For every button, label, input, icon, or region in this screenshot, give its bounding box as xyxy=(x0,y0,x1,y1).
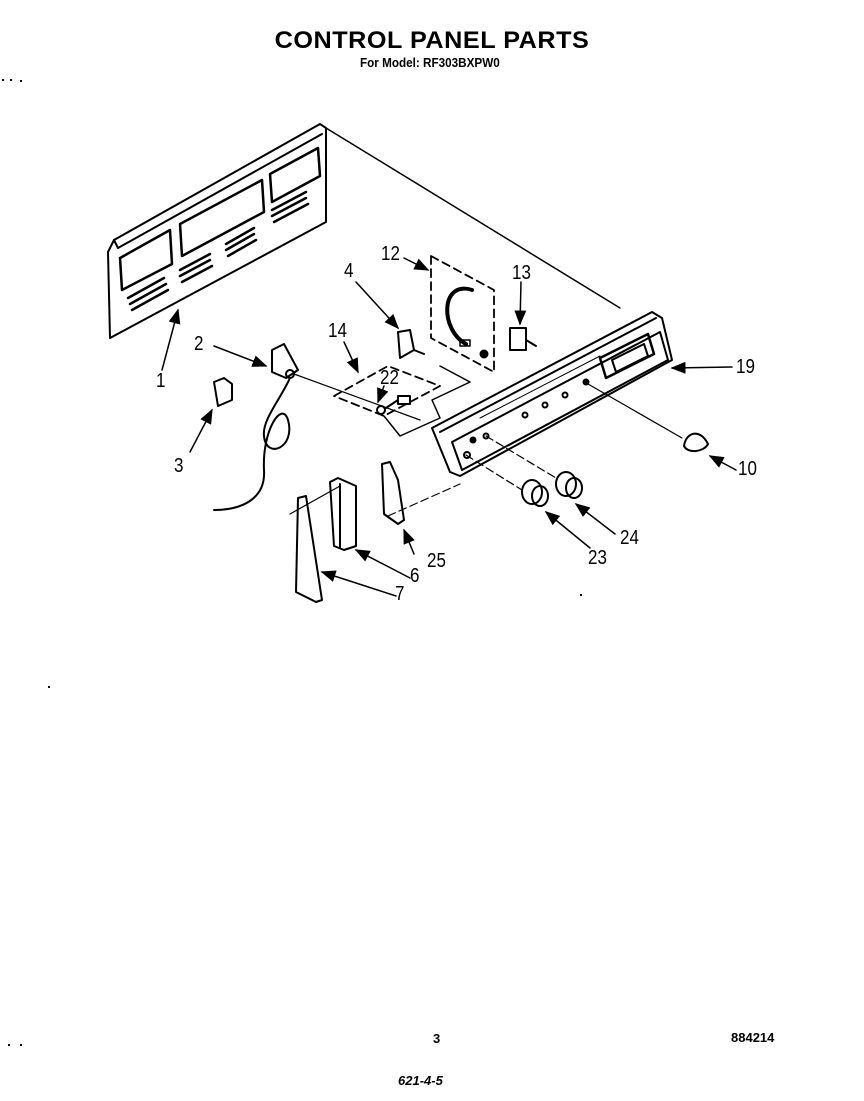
handwritten-note: 621-4-5 xyxy=(398,1073,443,1088)
knob-part-23 xyxy=(465,454,549,507)
callout-7: 7 xyxy=(395,583,405,605)
callout-23: 23 xyxy=(588,547,607,569)
clip-part-3 xyxy=(213,377,233,407)
callout-10: 10 xyxy=(738,458,757,480)
callout-22: 22 xyxy=(380,367,399,389)
page-title: CONTROL PANEL PARTS xyxy=(274,27,590,54)
wire-part-14 xyxy=(333,365,471,437)
switch-part-13 xyxy=(509,327,537,351)
callout-2: 2 xyxy=(194,333,204,355)
callout-3: 3 xyxy=(174,455,184,477)
callout-19: 19 xyxy=(736,356,755,378)
model-subtitle: For Model: RF303BXPW0 xyxy=(360,55,500,70)
callout-12: 12 xyxy=(381,243,400,265)
callout-13: 13 xyxy=(512,262,531,284)
callout-6: 6 xyxy=(410,565,420,587)
console-panel-part-19 xyxy=(431,311,673,477)
bracket-part-6 xyxy=(329,477,357,551)
callout-1: 1 xyxy=(156,370,166,392)
scan-specks xyxy=(2,79,582,1046)
knob-part-10 xyxy=(587,383,709,452)
callout-24: 24 xyxy=(620,527,639,549)
callout-14: 14 xyxy=(328,320,347,342)
document-code: 884214 xyxy=(731,1030,775,1045)
switch-part-4 xyxy=(397,329,425,359)
callout-4: 4 xyxy=(344,260,354,282)
bracket-part-7 xyxy=(295,495,323,603)
knob-part-24 xyxy=(485,435,583,499)
wire-harness-part-12 xyxy=(430,255,495,373)
back-panel-part-1 xyxy=(107,123,621,339)
callout-25: 25 xyxy=(427,550,446,572)
thermostat-part-2 xyxy=(213,343,421,511)
page-number: 3 xyxy=(433,1031,441,1046)
bracket-part-25 xyxy=(289,461,461,525)
leader-arrows xyxy=(161,257,737,597)
